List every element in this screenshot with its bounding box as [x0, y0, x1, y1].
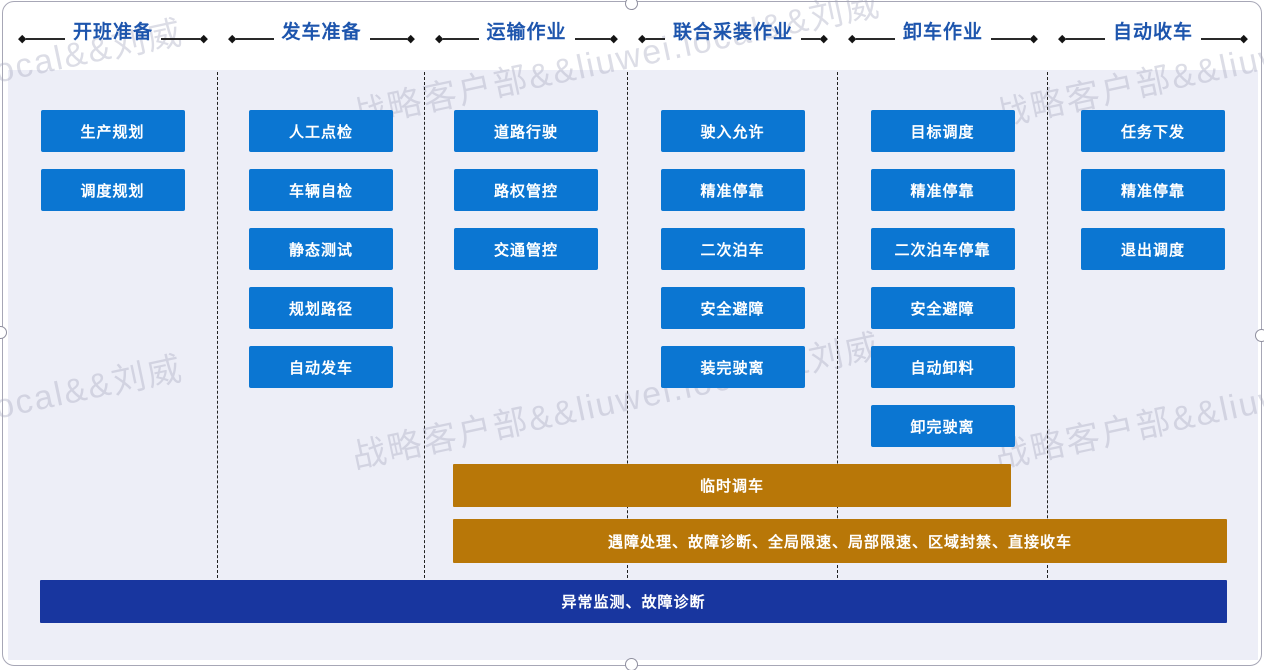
header-line [26, 38, 65, 40]
process-step-box: 安全避障 [660, 287, 805, 329]
diamond-end-icon: ◆ [1058, 32, 1067, 45]
resize-handle-bottom[interactable] [625, 658, 638, 670]
process-step-box: 任务下发 [1081, 110, 1225, 152]
diamond-end-icon: ◆ [638, 32, 647, 45]
process-step-box: 驶入允许 [660, 110, 805, 152]
stage-header-label: 自动收车 [1113, 21, 1194, 43]
header-line [1066, 38, 1105, 40]
process-step-box: 装完驶离 [660, 346, 805, 388]
header-line [574, 38, 610, 40]
stage-header: ◆ 发车准备 ◆ [218, 8, 425, 52]
process-step-box: 路权管控 [454, 169, 598, 211]
process-step-box: 精准停靠 [1081, 169, 1225, 211]
stage-header: ◆ 开班准备 ◆ [8, 8, 218, 52]
header-line [1201, 38, 1240, 40]
process-step-box: 目标调度 [870, 110, 1015, 152]
stage-header: ◆ 自动收车 ◆ [1048, 8, 1258, 52]
diamond-end-icon: ◆ [1029, 32, 1039, 45]
header-line [856, 38, 895, 40]
process-step-box: 卸完驶离 [870, 405, 1015, 447]
process-step-box: 自动发车 [249, 346, 393, 388]
stage-column: 目标调度精准停靠二次泊车停靠安全避障自动卸料卸完驶离 [838, 72, 1048, 578]
process-step-box: 二次泊车停靠 [870, 228, 1015, 270]
diamond-end-icon: ◆ [819, 32, 829, 45]
stage-header: ◆ 运输作业 ◆ [425, 8, 628, 52]
process-step-box: 调度规划 [40, 169, 185, 211]
stage-header-label: 开班准备 [73, 21, 154, 43]
process-step-box: 退出调度 [1081, 228, 1225, 270]
header-line [443, 38, 479, 40]
stage-column: 驶入允许精准停靠二次泊车安全避障装完驶离 [628, 72, 838, 578]
process-step-box: 规划路径 [249, 287, 393, 329]
diamond-end-icon: ◆ [1239, 32, 1249, 45]
process-step-box: 人工点检 [249, 110, 393, 152]
header-line [801, 38, 820, 40]
stage-column: 生产规划调度规划 [8, 72, 218, 578]
diamond-end-icon: ◆ [609, 32, 619, 45]
temporary-dispatch-bar: 临时调车 [453, 464, 1011, 507]
diamond-end-icon: ◆ [435, 32, 444, 45]
stage-header: ◆ 卸车作业 ◆ [838, 8, 1048, 52]
process-step-box: 精准停靠 [870, 169, 1015, 211]
process-step-box: 自动卸料 [870, 346, 1015, 388]
process-step-box: 交通管控 [454, 228, 598, 270]
process-step-box: 安全避障 [870, 287, 1015, 329]
stage-column: 道路行驶路权管控交通管控 [425, 72, 628, 578]
process-step-box: 二次泊车 [660, 228, 805, 270]
resize-handle-right[interactable] [1255, 329, 1264, 342]
stage-header-label: 联合采装作业 [673, 21, 794, 43]
stage-header-label: 卸车作业 [903, 21, 984, 43]
process-step-box: 道路行驶 [454, 110, 598, 152]
process-step-box: 生产规划 [40, 110, 185, 152]
stage-header-label: 运输作业 [486, 21, 567, 43]
header-line [646, 38, 665, 40]
process-step-box: 车辆自检 [249, 169, 393, 211]
diamond-end-icon: ◆ [228, 32, 237, 45]
diamond-end-icon: ◆ [199, 32, 209, 45]
abnormal-monitoring-bar: 异常监测、故障诊断 [40, 580, 1227, 623]
header-line [369, 38, 407, 40]
exception-handling-bar: 遇障处理、故障诊断、全局限速、局部限速、区域封禁、直接收车 [453, 519, 1227, 563]
process-step-box: 静态测试 [249, 228, 393, 270]
stage-header: ◆ 联合采装作业 ◆ [628, 8, 838, 52]
resize-handle-left[interactable] [0, 326, 7, 339]
stage-header-label: 发车准备 [281, 21, 362, 43]
header-line [991, 38, 1030, 40]
process-step-box: 精准停靠 [660, 169, 805, 211]
diamond-end-icon: ◆ [406, 32, 416, 45]
diamond-end-icon: ◆ [18, 32, 27, 45]
header-line [236, 38, 274, 40]
diamond-end-icon: ◆ [848, 32, 857, 45]
resize-handle-top[interactable] [625, 0, 638, 10]
stage-column: 任务下发精准停靠退出调度 [1048, 72, 1258, 578]
header-line [161, 38, 200, 40]
stage-column: 人工点检车辆自检静态测试规划路径自动发车 [218, 72, 425, 578]
